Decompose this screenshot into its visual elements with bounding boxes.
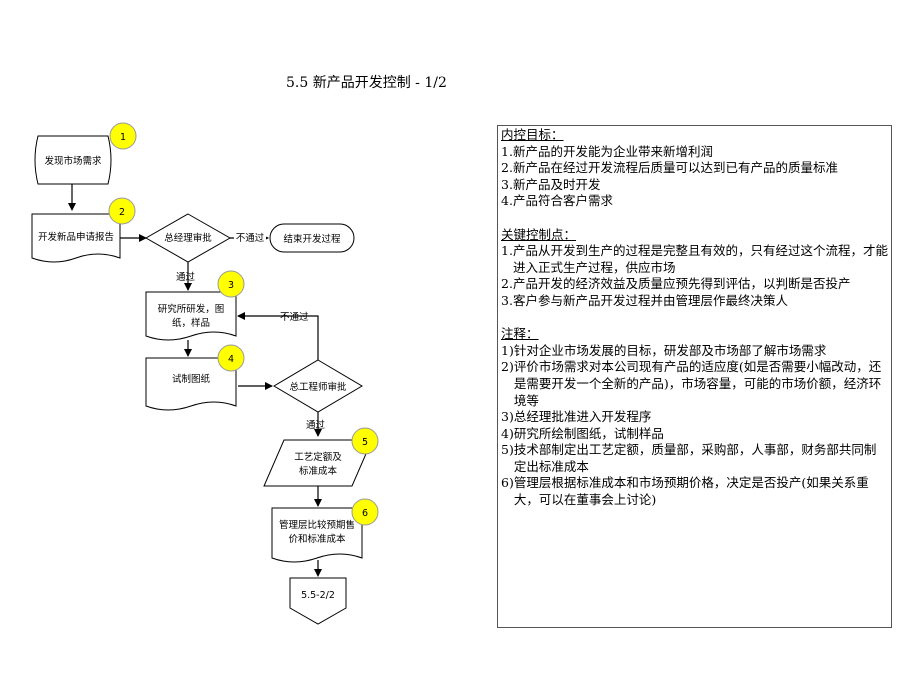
- note-item-number: 4): [501, 425, 514, 441]
- badge-1-number: 1: [120, 132, 126, 143]
- badge-4: [217, 344, 245, 372]
- note-item-number: 3): [501, 409, 514, 425]
- badge-2-number: 2: [119, 207, 125, 218]
- edge-label-pass2: 通过: [306, 419, 326, 431]
- note-item-number: 6): [501, 475, 514, 491]
- fail1-bg: [234, 230, 266, 244]
- key-point-item: 3.客户参与新产品开发过程并由管理层作最终决策人: [501, 293, 888, 310]
- note-item: 3)总经理批准进入开发程序: [501, 409, 888, 426]
- label-n4: 试制图纸: [172, 373, 211, 385]
- note-item-number: 1): [501, 342, 514, 358]
- key-point-item: 2.产品开发的经济效益及质量应预先得到评估，以判断是否投产: [501, 276, 888, 293]
- node-application-report: [31, 213, 121, 263]
- goal-item-number: 2.: [501, 160, 513, 176]
- key-point-item-text: 客户参与新产品开发过程并由管理层作最终决策人: [512, 292, 788, 308]
- note-item: 5)技术部制定出工艺定额，质量部，采购部，人事部，财务部共同制定出标准成本: [501, 442, 888, 475]
- label-d1: 总经理审批: [164, 232, 212, 244]
- note-item-text: 评价市场需求对本公司现有产品的适应度(如是否需要小幅改动，还是需要开发一个全新的…: [513, 359, 882, 408]
- goal-item: 3.新产品及时开发: [501, 177, 888, 194]
- label-n2: 开发新品申请报告: [38, 231, 114, 243]
- key-point-item-number: 3.: [501, 292, 513, 308]
- goal-item: 4.产品符合客户需求: [501, 193, 888, 210]
- label-n3-line2: 纸，样品: [172, 317, 210, 329]
- key-points-list: 1.产品从开发到生产的过程是完整且有效的，只有经过这个流程，才能进入正式生产过程…: [501, 243, 888, 309]
- badge-2: [108, 197, 136, 225]
- badge-6: [351, 498, 379, 526]
- goal-item-text: 新产品在经过开发流程后质量可以达到已有产品的质量标准: [512, 160, 838, 176]
- goal-item: 1.新产品的开发能为企业带来新增利润: [501, 144, 888, 161]
- node-management-compare: [271, 507, 363, 563]
- note-item-number: 5): [501, 442, 514, 458]
- node-end-development: [269, 223, 355, 253]
- key-point-item-number: 1.: [501, 243, 513, 259]
- key-point-item-number: 2.: [501, 276, 513, 292]
- label-n6-line1: 管理层比较预期售: [279, 519, 355, 531]
- badge-3-number: 3: [228, 280, 234, 291]
- badge-3: [217, 270, 245, 298]
- node-process-quota: [263, 439, 373, 487]
- key-point-item-text: 产品开发的经济效益及质量应预先得到评估，以判断是否投产: [512, 276, 851, 292]
- node-trial-drawing: [145, 357, 237, 411]
- badge-6-number: 6: [362, 508, 368, 519]
- label-ref: 5.5-2/2: [301, 590, 335, 601]
- note-item-text: 技术部制定出工艺定额，质量部，采购部，人事部，财务部共同制定出标准成本: [513, 442, 877, 474]
- node-chief-engineer-approval: [273, 359, 363, 413]
- goal-item-text: 产品符合客户需求: [512, 193, 613, 209]
- note-item-text: 研究所绘制图纸，试制样品: [513, 425, 664, 441]
- label-n3-line1: 研究所研发，图: [158, 303, 225, 315]
- key-point-item-text: 产品从开发到生产的过程是完整且有效的，只有经过这个流程，才能进入正式生产过程，供…: [512, 243, 888, 275]
- badge-4-number: 4: [228, 354, 234, 365]
- goal-item-number: 3.: [501, 176, 513, 192]
- goal-item: 2.新产品在经过开发流程后质量可以达到已有产品的质量标准: [501, 160, 888, 177]
- notes-heading: 注释：: [501, 326, 539, 342]
- note-item-text: 总经理批准进入开发程序: [513, 409, 652, 425]
- node-offpage-ref: [289, 577, 347, 625]
- node-market-demand: [34, 135, 112, 185]
- edge-label-fail1: 不通过: [236, 232, 265, 244]
- note-item-number: 2): [501, 359, 514, 375]
- goal-item-text: 新产品的开发能为企业带来新增利润: [512, 143, 713, 159]
- label-n6-line2: 价和标准成本: [288, 533, 346, 545]
- label-n1: 发现市场需求: [44, 155, 102, 167]
- edge-label-pass1: 通过: [176, 271, 196, 283]
- label-end: 结束开发过程: [283, 233, 341, 245]
- note-item-text: 针对企业市场发展的目标，研发部及市场部了解市场需求: [513, 342, 827, 358]
- label-n5-line1: 工艺定额及: [294, 451, 342, 463]
- note-item-text: 管理层根据标准成本和市场预期价格，决定是否投产(如果关系重大，可以在董事会上讨论…: [513, 475, 869, 508]
- note-item: 2)评价市场需求对本公司现有产品的适应度(如是否需要小幅改动，还是需要开发一个全…: [501, 359, 888, 409]
- edge-label-fail2: 不通过: [280, 311, 309, 323]
- goals-heading: 内控目标：: [501, 127, 564, 142]
- goal-item-number: 4.: [501, 193, 513, 209]
- flowchart: 发现市场需求 开发新品申请报告 总经理审批 结束开发过程 研究所研发，图 纸，样…: [31, 122, 379, 625]
- badge-5-number: 5: [362, 437, 368, 448]
- page-title: 5.5 新产品开发控制 - 1/2: [286, 75, 447, 91]
- note-item: 1)针对企业市场发展的目标，研发部及市场部了解市场需求: [501, 343, 888, 360]
- badge-5: [351, 427, 379, 455]
- goal-item-number: 1.: [501, 143, 513, 159]
- label-d2: 总工程师审批: [289, 381, 347, 393]
- key-point-item: 1.产品从开发到生产的过程是完整且有效的，只有经过这个流程，才能进入正式生产过程…: [501, 243, 888, 276]
- goal-item-text: 新产品及时开发: [512, 176, 601, 192]
- node-gm-approval: [144, 213, 232, 263]
- badge-1: [109, 122, 137, 150]
- node-research: [145, 291, 237, 341]
- key-points-heading: 关键控制点：: [501, 226, 577, 242]
- label-n5-line2: 标准成本: [299, 465, 338, 477]
- note-item: 4)研究所绘制图纸，试制样品: [501, 426, 888, 443]
- note-item: 6)管理层根据标准成本和市场预期价格，决定是否投产(如果关系重大，可以在董事会上…: [501, 475, 888, 508]
- arrow-d2-n3: [237, 312, 319, 360]
